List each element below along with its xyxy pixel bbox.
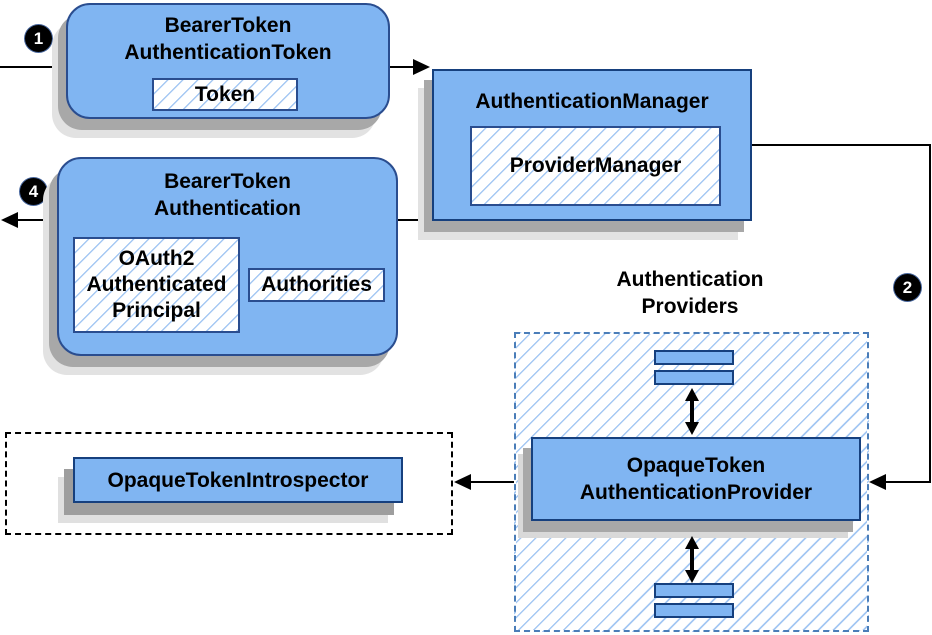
token-label: Token	[194, 82, 256, 106]
bearer-token-authentication-token-box: BearerToken AuthenticationToken Token	[66, 3, 390, 119]
connector-line-step1-in	[0, 66, 66, 68]
opaque-token-introspector-title: OpaqueTokenIntrospector	[75, 467, 401, 494]
provider-manager-label: ProviderManager	[509, 154, 682, 177]
title-line-2: AuthenticationToken	[124, 41, 332, 64]
provider-list-bar	[654, 583, 734, 598]
token-inner-box: Token	[152, 78, 298, 111]
bidirectional-arrow-down-icon	[685, 570, 699, 583]
bidirectional-arrow-down-icon	[685, 422, 699, 435]
opaque-token-authentication-provider-box: OpaqueToken AuthenticationProvider	[531, 437, 861, 521]
title-line-1: BearerToken	[164, 170, 291, 193]
opaque-token-introspector-container: OpaqueTokenIntrospector	[5, 432, 453, 535]
connector-line-manager-elbow-top	[752, 144, 931, 146]
principal-line-1: OAuth2	[118, 247, 195, 270]
connector-line-manager-to-authentication	[398, 219, 432, 221]
provider-list-bar	[654, 603, 734, 618]
bearer-token-authentication-token-title: BearerToken AuthenticationToken	[68, 12, 388, 66]
step-4-badge: 4	[20, 178, 47, 205]
bearer-token-authentication-box: BearerToken Authentication OAuth2 Authen…	[57, 157, 398, 356]
oauth2-authenticated-principal-inner-box: OAuth2 Authenticated Principal	[73, 237, 240, 333]
bidirectional-arrow-up-icon	[685, 388, 699, 401]
provider-list-bar	[654, 350, 734, 365]
principal-line-2: Authenticated	[86, 273, 227, 296]
title-line-1: BearerToken	[164, 14, 292, 37]
connector-line-token-to-manager	[390, 66, 416, 68]
bidirectional-arrow-shaft	[690, 547, 694, 573]
arrowhead-left-icon	[869, 474, 886, 490]
title-line-1: OpaqueToken	[626, 454, 766, 477]
connector-line-elbow-to-provider	[885, 481, 931, 483]
arrowhead-left-icon	[454, 474, 471, 490]
bidirectional-arrow-shaft	[690, 399, 694, 425]
authorities-inner-box: Authorities	[248, 268, 385, 302]
title-line-2: AuthenticationProvider	[579, 481, 813, 504]
arrowhead-left-icon	[1, 212, 18, 228]
providers-label-line-1: Authentication	[616, 268, 764, 291]
authentication-providers-container: OpaqueToken AuthenticationProvider	[514, 332, 869, 632]
title-line: AuthenticationManager	[475, 90, 709, 113]
principal-line-3: Principal	[112, 299, 201, 322]
arrowhead-right-icon	[413, 59, 430, 75]
step-1-badge: 1	[25, 25, 52, 52]
bearer-token-authentication-title: BearerToken Authentication	[59, 168, 396, 222]
authentication-manager-title: AuthenticationManager	[434, 88, 750, 115]
authentication-providers-label: Authentication Providers	[575, 266, 805, 320]
provider-manager-inner-box: ProviderManager	[470, 126, 721, 206]
provider-list-bar	[654, 370, 734, 385]
connector-line-elbow-vertical	[929, 144, 931, 483]
authorities-label: Authorities	[261, 273, 372, 296]
step-2-badge: 2	[894, 274, 921, 301]
connector-line-provider-to-introspector	[471, 481, 529, 483]
providers-label-line-2: Providers	[641, 295, 739, 318]
bidirectional-arrow-up-icon	[685, 536, 699, 549]
opaque-token-introspector-box: OpaqueTokenIntrospector	[73, 457, 403, 503]
title-line-2: Authentication	[154, 197, 301, 220]
connector-line-step4-out	[17, 219, 57, 221]
introspector-label: OpaqueTokenIntrospector	[107, 469, 369, 492]
authentication-manager-box: AuthenticationManager ProviderManager	[432, 69, 752, 221]
opaque-token-authentication-provider-title: OpaqueToken AuthenticationProvider	[533, 452, 859, 506]
